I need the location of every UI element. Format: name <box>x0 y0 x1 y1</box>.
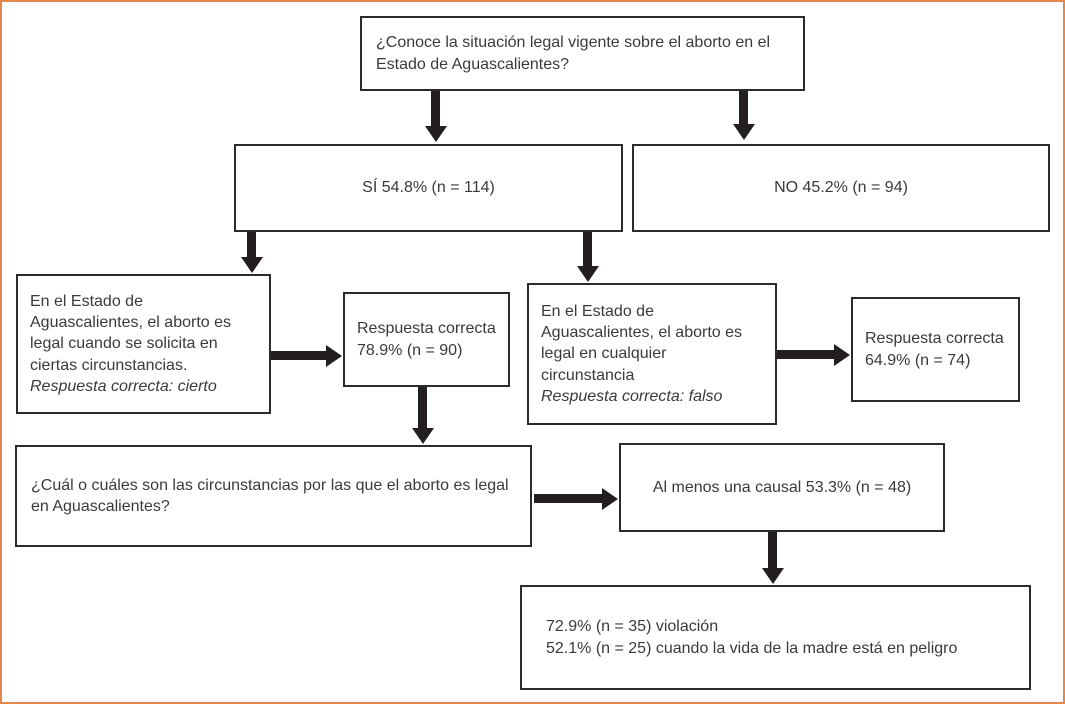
arrow-down-icon <box>418 387 427 429</box>
node-at-least-one: Al menos una causal 53.3% (n = 48) <box>619 443 945 532</box>
node-yes-text: SÍ 54.8% (n = 114) <box>362 179 495 197</box>
arrow-down-icon <box>739 91 748 125</box>
arrow-down-icon <box>247 232 256 258</box>
node-which-question-text: ¿Cuál o cuáles son las circunstancias po… <box>31 476 509 515</box>
node-causes-line2: 52.1% (n = 25) cuando la vida de la madr… <box>546 639 958 657</box>
node-result-falso-text: Respuesta correcta 64.9% (n = 74) <box>865 330 1004 369</box>
arrow-right-icon <box>534 494 603 503</box>
node-statement-cierto: En el Estado de Aguascalientes, el abort… <box>16 274 271 414</box>
arrow-down-icon <box>768 532 777 569</box>
node-statement-cierto-answer: Respuesta correcta: cierto <box>30 377 217 395</box>
node-causes-line1: 72.9% (n = 35) violación <box>546 618 719 636</box>
node-root-question: ¿Conoce la situación legal vigente sobre… <box>360 16 805 91</box>
node-statement-falso-answer: Respuesta correcta: falso <box>541 387 723 405</box>
arrow-right-icon <box>271 351 327 360</box>
node-statement-falso: En el Estado de Aguascalientes, el abort… <box>527 283 777 425</box>
arrow-down-icon <box>431 91 440 127</box>
node-no-text: NO 45.2% (n = 94) <box>774 179 908 197</box>
node-causes: 72.9% (n = 35) violación 52.1% (n = 25) … <box>520 585 1031 690</box>
node-root-question-text: ¿Conoce la situación legal vigente sobre… <box>376 34 771 73</box>
node-statement-falso-text: En el Estado de Aguascalientes, el abort… <box>541 303 743 384</box>
node-statement-cierto-text: En el Estado de Aguascalientes, el abort… <box>30 293 232 374</box>
node-yes: SÍ 54.8% (n = 114) <box>234 144 623 232</box>
node-result-cierto-text: Respuesta correcta 78.9% (n = 90) <box>357 320 496 359</box>
node-which-question: ¿Cuál o cuáles son las circunstancias po… <box>15 445 532 547</box>
node-result-falso: Respuesta correcta 64.9% (n = 74) <box>851 297 1020 402</box>
arrow-right-icon <box>777 350 835 359</box>
arrow-down-icon <box>583 232 592 267</box>
node-at-least-one-text: Al menos una causal 53.3% (n = 48) <box>652 478 912 496</box>
node-no: NO 45.2% (n = 94) <box>632 144 1050 232</box>
node-result-cierto: Respuesta correcta 78.9% (n = 90) <box>343 292 510 387</box>
